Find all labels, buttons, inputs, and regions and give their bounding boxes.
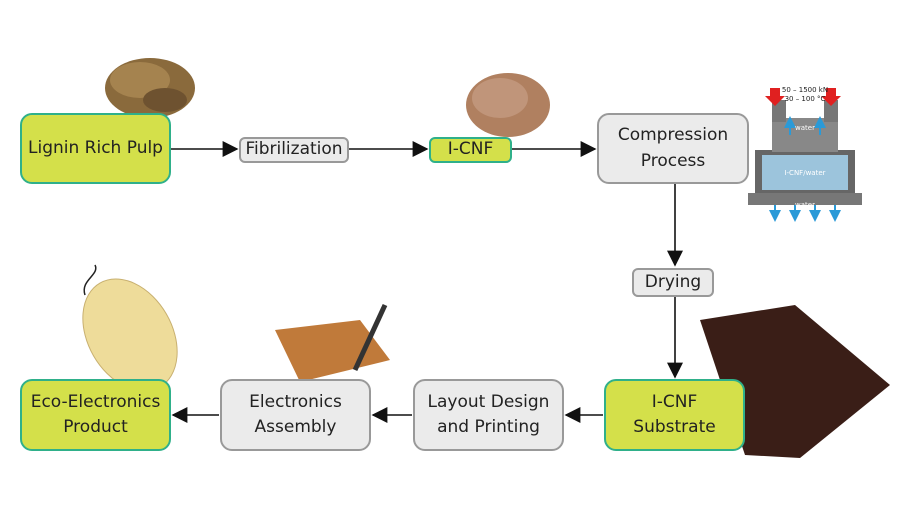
mix-label: I-CNF/water xyxy=(784,169,825,177)
force-arrow-icon xyxy=(821,88,841,106)
node-assembly: Electronics Assembly xyxy=(220,379,371,451)
water-top-label: water xyxy=(795,124,815,132)
node-layout: Layout Design and Printing xyxy=(413,379,564,451)
temperature-label: 30 – 100 °C xyxy=(785,95,826,103)
water-bottom-label: water xyxy=(795,201,815,209)
compression-schematic-image: 50 – 1500 kN 30 – 100 °C water I-CNF/wat… xyxy=(748,86,862,222)
force-arrow-icon xyxy=(765,88,785,106)
node-lignin-pulp: Lignin Rich Pulp xyxy=(20,113,171,184)
node-product: Eco-Electronics Product xyxy=(20,379,171,451)
node-fibrilization: Fibrilization xyxy=(239,137,349,163)
node-icnf: I-CNF xyxy=(429,137,512,163)
force-label: 50 – 1500 kN xyxy=(782,86,828,94)
node-substrate: I-CNF Substrate xyxy=(604,379,745,451)
pcb-image xyxy=(275,303,390,382)
pulp-image xyxy=(105,58,195,118)
substrate-sheet-image xyxy=(700,305,890,458)
node-compression: Compression Process xyxy=(597,113,749,184)
icnf-paste-image xyxy=(466,73,550,137)
node-drying: Drying xyxy=(632,268,714,297)
